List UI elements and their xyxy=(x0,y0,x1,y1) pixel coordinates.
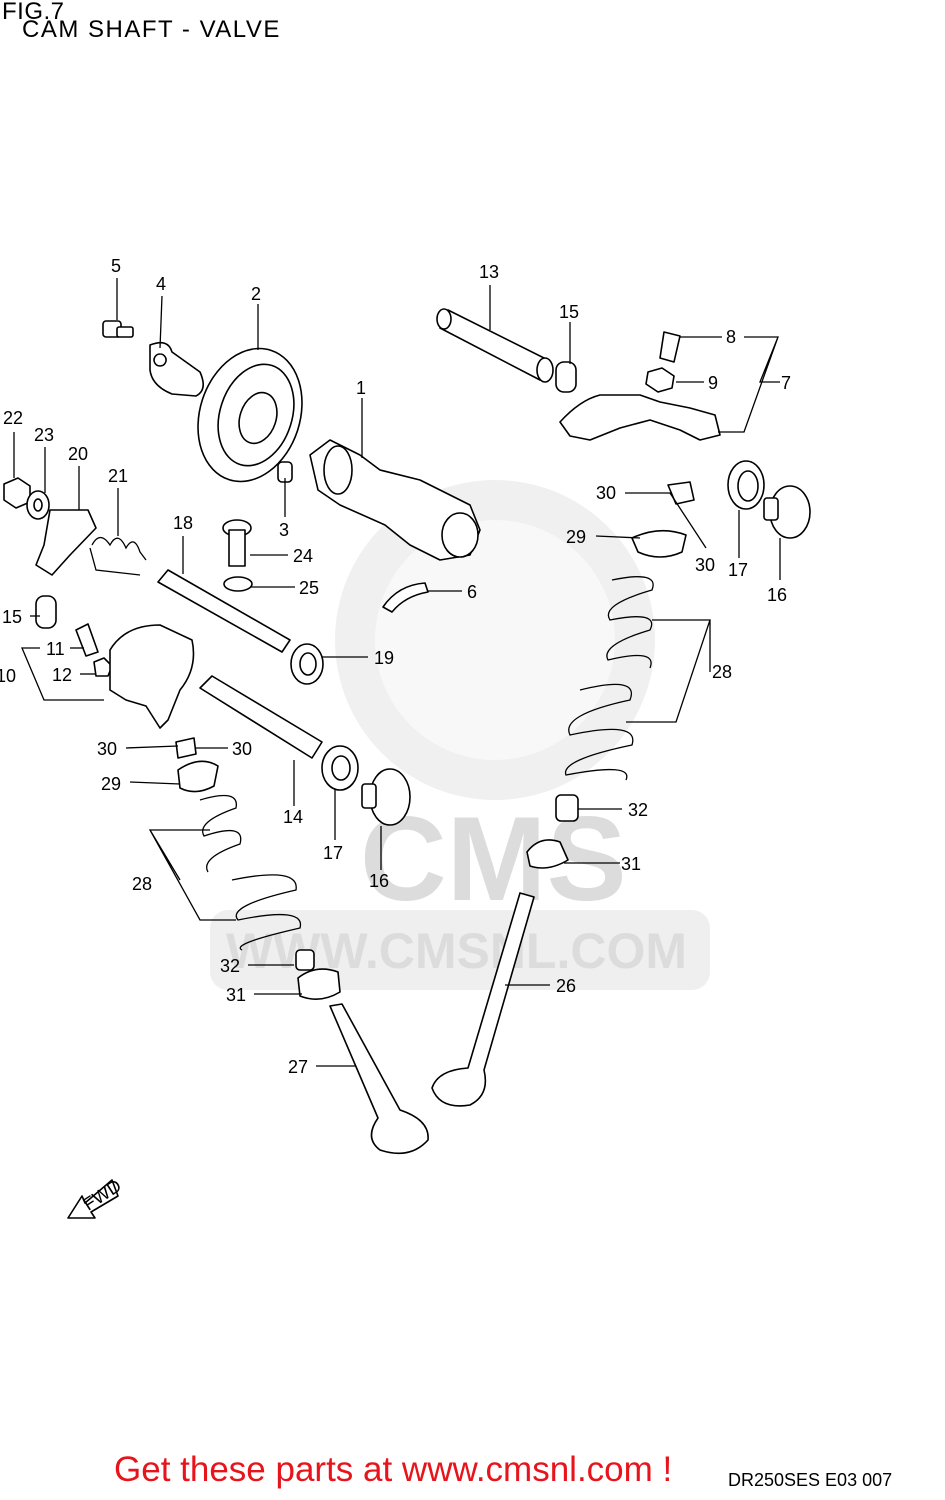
part-13-rocker-shaft xyxy=(436,308,554,383)
part-31-spring-seat-right xyxy=(526,839,569,869)
callout-4: 4 xyxy=(156,274,166,294)
callout-17-left: 17 xyxy=(323,843,343,863)
part-23-washer xyxy=(26,490,50,520)
callout-28-right: 28 xyxy=(712,662,732,682)
callout-numbers: 1 2 3 4 5 6 7 8 9 10 11 12 13 14 15 15 1… xyxy=(0,256,791,1077)
callout-31-left: 31 xyxy=(226,985,246,1005)
part-28-valve-spring-left xyxy=(199,794,302,951)
part-16-stem-seal-left xyxy=(361,768,411,826)
watermark-url: WWW.CMSNL.COM xyxy=(226,923,687,979)
callout-29-right: 29 xyxy=(566,527,586,547)
part-20-stopper-plate xyxy=(35,509,97,576)
callout-25: 25 xyxy=(299,578,319,598)
part-8-adjust-screw xyxy=(659,331,681,363)
get-parts-link[interactable]: Get these parts at www.cmsnl.com ! xyxy=(114,1450,673,1489)
figure-number: FIG.7 xyxy=(2,0,65,25)
callout-21: 21 xyxy=(108,466,128,486)
part-28-valve-spring-right xyxy=(564,576,654,781)
callout-9: 9 xyxy=(708,373,718,393)
part-6-half-ring xyxy=(382,582,429,613)
callout-2: 2 xyxy=(251,284,261,304)
callout-30-left-a: 30 xyxy=(97,739,117,759)
part-26-exhaust-valve xyxy=(431,892,535,1107)
callout-8: 8 xyxy=(726,327,736,347)
part-19-oil-seal xyxy=(290,643,324,685)
callout-30-right-b: 30 xyxy=(695,555,715,575)
callout-12: 12 xyxy=(52,665,72,685)
callout-1: 1 xyxy=(356,378,366,398)
callout-32-right: 32 xyxy=(628,800,648,820)
forward-direction-arrow: FWD xyxy=(67,1175,125,1219)
part-30-cotter-left xyxy=(175,737,197,759)
callout-15-left: 15 xyxy=(2,607,22,627)
callout-29-left: 29 xyxy=(101,774,121,794)
callout-23: 23 xyxy=(34,425,54,445)
figure-title: CAM SHAFT - VALVE xyxy=(22,16,281,43)
part-22-nut xyxy=(3,477,31,509)
part-32-retainer-seat-left xyxy=(295,949,315,971)
part-10-rocker-arm xyxy=(109,624,195,729)
callout-30-left-b: 30 xyxy=(232,739,252,759)
callout-13: 13 xyxy=(479,262,499,282)
part-17-seal-right xyxy=(727,460,765,510)
callout-26: 26 xyxy=(556,976,576,996)
part-1-camshaft xyxy=(309,439,481,561)
part-24-bolt xyxy=(222,519,252,567)
part-15-oring-right xyxy=(555,361,577,393)
fwd-label: FWD xyxy=(80,1175,125,1214)
part-25-washer xyxy=(223,576,253,592)
part-17-seal-left xyxy=(321,745,359,791)
part-15-oring-left xyxy=(35,595,57,629)
watermark-logo: CMS WWW.CMSNL.COM xyxy=(210,480,710,990)
callout-11: 11 xyxy=(46,639,65,659)
callout-18: 18 xyxy=(173,513,193,533)
part-16-stem-seal-right xyxy=(763,485,811,539)
callout-6: 6 xyxy=(467,582,477,602)
part-2-cam-sprocket xyxy=(197,347,303,483)
part-29-retainer-right xyxy=(631,529,687,558)
callout-27: 27 xyxy=(288,1057,308,1077)
callout-32-left: 32 xyxy=(220,956,240,976)
part-4-bracket xyxy=(149,341,204,397)
callout-16-left: 16 xyxy=(369,871,389,891)
callout-7: 7 xyxy=(781,373,791,393)
part-31-spring-seat-left xyxy=(297,968,341,1000)
callout-10: 10 xyxy=(0,666,16,686)
part-21-spring xyxy=(89,536,147,576)
part-32-retainer-seat-right xyxy=(555,794,579,822)
part-11-adjust-screw xyxy=(75,623,99,657)
callout-24: 24 xyxy=(293,546,313,566)
callout-22: 22 xyxy=(3,408,23,428)
callout-20: 20 xyxy=(68,444,88,464)
part-30-cotter-right xyxy=(667,481,695,505)
callout-17-right: 17 xyxy=(728,560,748,580)
callout-16-right: 16 xyxy=(767,585,787,605)
callout-3: 3 xyxy=(279,520,289,540)
callout-14: 14 xyxy=(283,807,303,827)
part-9-lock-nut xyxy=(645,367,675,393)
part-14-rocker-shaft xyxy=(199,675,323,759)
callout-31-right: 31 xyxy=(621,854,641,874)
drawing-code: DR250SES E03 007 xyxy=(728,1470,893,1490)
callout-30-right-a: 30 xyxy=(596,483,616,503)
part-29-retainer-left xyxy=(177,760,219,793)
part-7-rocker-arm xyxy=(559,394,721,441)
callout-19: 19 xyxy=(374,648,394,668)
callout-5: 5 xyxy=(111,256,121,276)
callout-15-right: 15 xyxy=(559,302,579,322)
part-27-intake-valve xyxy=(329,1003,429,1155)
leader-lines xyxy=(13,278,781,1067)
callout-28-left: 28 xyxy=(132,874,152,894)
part-5-bolt xyxy=(102,320,134,338)
part-18-shaft xyxy=(157,569,291,653)
